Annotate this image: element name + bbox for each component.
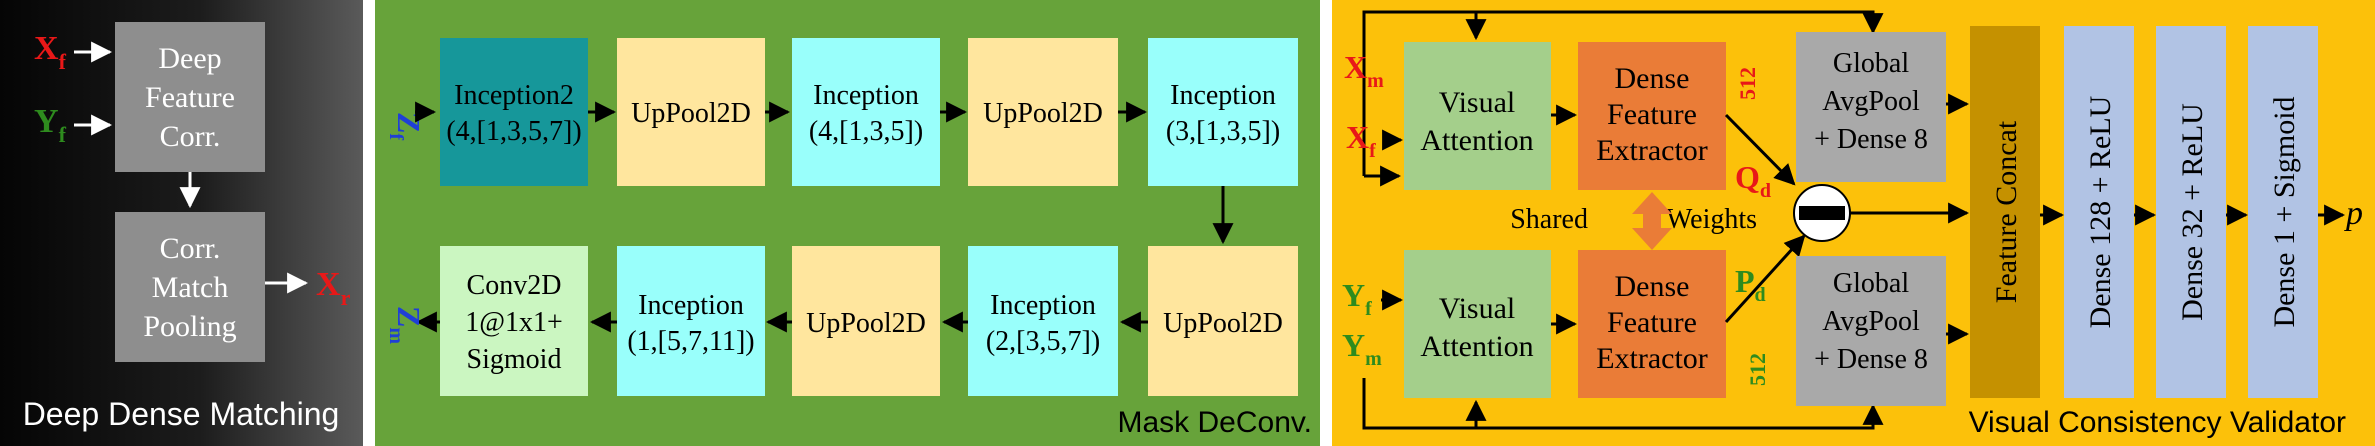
box-label-line: UpPool2D — [983, 98, 1103, 129]
box-label-line: AvgPool — [1822, 86, 1920, 117]
box-label-line: AvgPool — [1822, 306, 1920, 337]
box-label-line: Dense — [1615, 62, 1690, 95]
box-label-line: Attention — [1420, 330, 1533, 363]
uppool2d-box — [792, 246, 940, 396]
box-label-line: (4,[1,3,5,7]) — [446, 116, 581, 147]
output-p-label: p — [2344, 195, 2363, 232]
box-label-line: 1@1x1+ — [465, 307, 563, 338]
box-label-line: (3,[1,3,5]) — [1166, 116, 1280, 147]
box-label-line: Deep — [158, 42, 221, 75]
box-label-line: Feature — [1607, 306, 1697, 339]
dense-32-label: Dense 32 + ReLU — [2176, 103, 2209, 321]
box-label-line: + Dense 8 — [1814, 124, 1928, 155]
box-label-line: Inception2 — [454, 80, 574, 111]
feature-concat-box — [1970, 26, 2040, 398]
qd-label: Qd — [1735, 159, 1771, 202]
corr-match-pooling-box — [115, 212, 265, 362]
box-label-line: Inception — [990, 290, 1096, 321]
box-label-line: Attention — [1420, 124, 1533, 157]
box-label-line: Corr. — [160, 120, 221, 153]
panel-mask-deconv: Zf Inception2 (4,[1,3,5,7]) UpPool2D Inc… — [375, 0, 1320, 446]
skip-connection-bottom — [1362, 378, 1884, 430]
dense-feature-extractor-box — [1578, 42, 1726, 190]
box-label-line: Inception — [813, 80, 919, 111]
feature-concat-label: Feature Concat — [1990, 120, 2023, 303]
dense-1-label: Dense 1 + Sigmoid — [2268, 96, 2301, 327]
global-avgpool-box — [1796, 256, 1946, 406]
box-label-line: (2,[3,5,7]) — [986, 326, 1100, 357]
deep-feature-corr-box — [115, 22, 265, 172]
dense-1-box — [2248, 26, 2318, 398]
visual-attention-box — [1404, 42, 1551, 190]
box-label-line: Extractor — [1596, 134, 1708, 167]
dim-top-label: 512 — [1735, 67, 1760, 100]
box-label-line: (1,[5,7,11]) — [627, 326, 754, 357]
dense-128-box — [2064, 26, 2134, 398]
input-xf-label: Xf — [34, 30, 67, 74]
inception2-box — [440, 38, 588, 186]
panel-visual-consistency-validator: Xm Xf Visual Attention Dense Feature Ext… — [1332, 0, 2375, 446]
input-yf-label: Yf — [34, 103, 67, 147]
shared-label: Shared — [1510, 204, 1588, 235]
visual-attention-box — [1404, 250, 1551, 398]
arrow — [1724, 113, 1796, 186]
shared-weights-arrow-icon — [1632, 192, 1672, 250]
global-avgpool-box — [1796, 32, 1946, 182]
box-label-line: Global — [1833, 48, 1909, 79]
inception-box — [792, 38, 940, 186]
box-label-line: Corr. — [160, 232, 221, 265]
box-label-line: (4,[1,3,5]) — [809, 116, 923, 147]
input-yf-label: Yf — [1342, 277, 1372, 320]
input-ym-label: Ym — [1342, 327, 1382, 370]
input-xf-label: Xf — [1346, 119, 1376, 162]
minus-sign — [1799, 206, 1845, 220]
uppool2d-box — [1148, 246, 1298, 396]
conv2d-sigmoid-box — [440, 246, 588, 396]
dense-feature-extractor-box — [1578, 250, 1726, 398]
pd-label: Pd — [1735, 263, 1766, 306]
box-label-line: UpPool2D — [806, 308, 926, 339]
weights-label: Weights — [1666, 204, 1757, 235]
box-label-line: Extractor — [1596, 342, 1708, 375]
output-zm-label: Zm — [385, 306, 427, 344]
box-label-line: Dense — [1615, 270, 1690, 303]
panel-deep-dense-matching: Deep Feature Corr. Corr. Match Pooling X… — [0, 0, 363, 446]
uppool2d-box — [968, 38, 1118, 186]
box-label-line: Inception — [1170, 80, 1276, 111]
box-label-line: Visual — [1439, 86, 1516, 119]
panel-caption: Deep Dense Matching — [23, 396, 340, 432]
box-label-line: Feature — [145, 81, 235, 114]
box-label-line: Inception — [638, 290, 744, 321]
inception-box — [1148, 38, 1298, 186]
output-xr-label: Xr — [316, 266, 351, 310]
box-label-line: Pooling — [143, 310, 236, 343]
box-label-line: UpPool2D — [1163, 308, 1283, 339]
box-label-line: Global — [1833, 268, 1909, 299]
dense-32-box — [2156, 26, 2226, 398]
box-label-line: Sigmoid — [467, 344, 562, 375]
box-label-line: + Dense 8 — [1814, 344, 1928, 375]
dense-128-label: Dense 128 + ReLU — [2084, 95, 2117, 328]
box-label-line: Match — [152, 271, 229, 304]
box-label-line: Conv2D — [467, 270, 562, 301]
box-label-line: UpPool2D — [631, 98, 751, 129]
box-label-line: Feature — [1607, 98, 1697, 131]
inception-box — [968, 246, 1118, 396]
input-xm-label: Xm — [1344, 49, 1384, 92]
arrow — [1724, 234, 1806, 324]
panel-caption: Visual Consistency Validator — [1969, 406, 2346, 439]
skip-connection-top — [1362, 10, 1884, 58]
inception-box — [617, 246, 765, 396]
panel-caption: Mask DeConv. — [1117, 406, 1312, 439]
dim-bottom-label: 512 — [1745, 353, 1770, 386]
uppool2d-box — [617, 38, 765, 186]
box-label-line: Visual — [1439, 292, 1516, 325]
